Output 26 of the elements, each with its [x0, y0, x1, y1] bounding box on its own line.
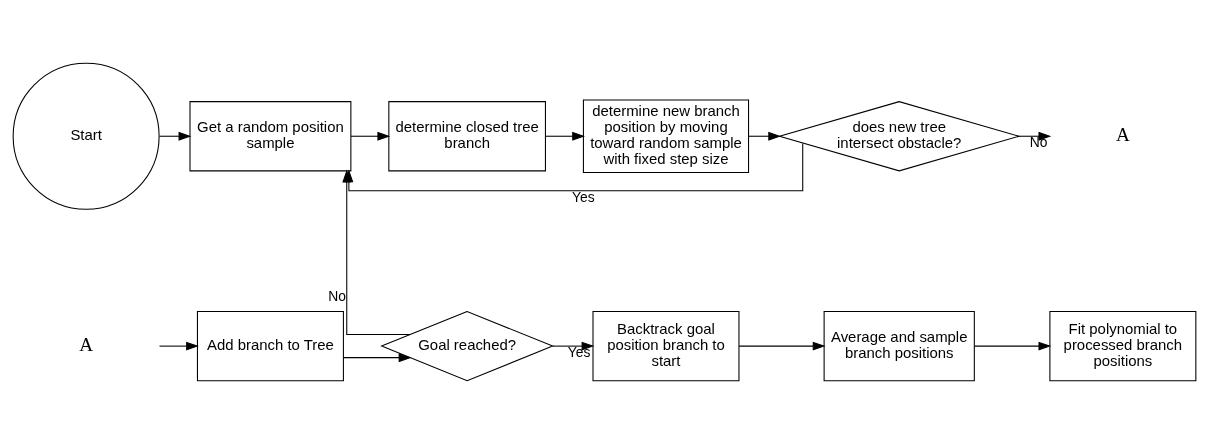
edge-label: No — [1029, 134, 1048, 151]
arrow — [343, 353, 412, 363]
arrow — [738, 341, 826, 351]
node-box: Fit polynomial to processed branch positions — [1049, 310, 1197, 382]
node-text: A — [79, 333, 94, 355]
node-box: Backtrack goal position branch to start — [592, 310, 740, 382]
edge-label: Yes — [567, 344, 591, 361]
arrow — [158, 341, 199, 351]
node-box: Add branch to Tree — [196, 310, 344, 382]
arrow — [974, 341, 1052, 351]
arrow — [552, 341, 595, 351]
node-diamond: Goal reached? — [380, 310, 555, 382]
node-box: Get a random position sample — [189, 101, 352, 172]
node-box: Average and sample branch positions — [823, 310, 975, 382]
node-text: A — [1115, 123, 1130, 145]
edge-label: No — [328, 288, 347, 304]
edge-label: Yes — [572, 188, 595, 205]
arrow — [1018, 131, 1052, 141]
arrow — [350, 131, 391, 141]
node-diamond: does new tree intersect obstacle? — [777, 101, 1021, 172]
node-box: determine closed tree branch — [388, 101, 546, 172]
arrow — [545, 131, 585, 141]
node-box: determine new branch position by moving toward random sample with fixed step size — [582, 99, 750, 173]
node-circle: Start — [12, 62, 160, 210]
arrow — [158, 131, 192, 141]
arrow — [748, 131, 782, 141]
